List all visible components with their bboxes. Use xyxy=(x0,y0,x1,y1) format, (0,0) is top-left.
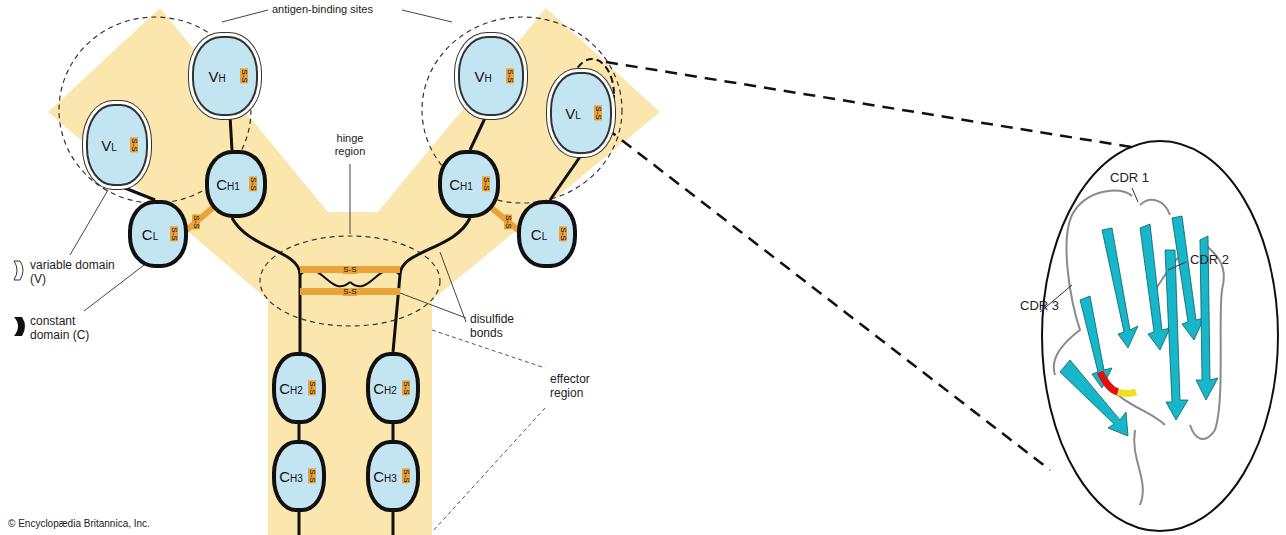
part-label: hinge region xyxy=(322,132,378,158)
effector-bracket xyxy=(432,330,545,532)
disulfide-label: S-S xyxy=(482,176,490,191)
zoom-line xyxy=(606,128,1050,470)
disulfide-label: S-S xyxy=(342,266,357,274)
copyright-note: © Encyclopædia Britannica, Inc. xyxy=(8,518,150,530)
antibody-background xyxy=(48,8,660,535)
ribbon-structure xyxy=(1054,190,1224,505)
disulfide-label: S-S xyxy=(249,176,257,191)
hinge-ellipse xyxy=(260,236,440,326)
zoom-line xyxy=(606,62,1150,150)
constant-domain: CL xyxy=(517,200,577,268)
chains xyxy=(120,116,582,535)
disulfide-label: S-S xyxy=(342,288,357,296)
disulfide-label: S-S xyxy=(308,380,316,395)
disulfide-bar xyxy=(300,266,400,273)
zoom-circle xyxy=(1042,141,1278,531)
part-label: variable domain (V) xyxy=(30,258,116,287)
leader-lines xyxy=(70,10,466,322)
disulfide-label: S-S xyxy=(130,137,138,152)
constant-domain: CH1 xyxy=(205,150,267,218)
variable-domain: VL xyxy=(550,72,612,154)
disulfide-label: S-S xyxy=(506,68,514,83)
variable-domain: VL xyxy=(86,104,148,186)
cdr-label: CDR 1 xyxy=(1110,170,1149,186)
disulfide-label: S-S xyxy=(240,68,248,83)
cdr-leaders xyxy=(1040,188,1186,312)
domain-label: VL xyxy=(565,105,597,122)
cdr-label: CDR 3 xyxy=(1020,298,1059,314)
part-label: antigen-binding sites xyxy=(272,3,373,16)
disulfide-label: S-S xyxy=(402,380,410,395)
constant-domain: CL xyxy=(128,200,188,268)
disulfide-label: S-S xyxy=(504,214,512,229)
disulfide-bar xyxy=(300,288,400,295)
constant-domain: CH3 xyxy=(366,440,420,512)
constant-symbol xyxy=(14,317,25,336)
constant-domain: CH2 xyxy=(366,352,420,424)
part-label: effector region xyxy=(550,372,616,401)
domain-label: VL xyxy=(101,137,133,154)
disulfide-label: S-S xyxy=(559,226,567,241)
disulfide-label: S-S xyxy=(192,214,200,229)
disulfide-label: S-S xyxy=(402,468,410,483)
domain-label: VH xyxy=(474,68,507,85)
variable-symbol xyxy=(14,261,23,280)
cdr-label: CDR 2 xyxy=(1190,252,1229,268)
constant-domain: CH1 xyxy=(438,150,500,218)
disulfide-label: S-S xyxy=(308,468,316,483)
disulfide-label: S-S xyxy=(170,226,178,241)
domain-label: VH xyxy=(208,68,241,85)
disulfide-label: S-S xyxy=(594,105,602,120)
variable-domain: VH xyxy=(458,36,524,116)
part-label: constant domain (C) xyxy=(30,314,116,343)
constant-domain: CH2 xyxy=(272,352,326,424)
constant-domain: CH3 xyxy=(272,440,326,512)
part-label: disulfide bonds xyxy=(470,312,540,341)
variable-domain: VH xyxy=(192,36,258,116)
